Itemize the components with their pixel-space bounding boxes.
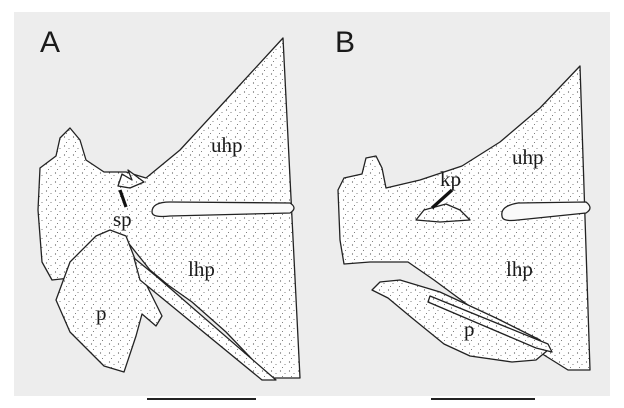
panel-a-label-uhp: uhp [211,133,243,157]
panel-a-label-sp: sp [113,207,132,231]
panel-b-label-lhp: lhp [506,257,533,281]
panel-a-label-lhp: lhp [188,257,215,281]
panel-a-label-p: p [96,301,107,325]
panel-b-label-kp: kp [440,167,461,191]
panel-b-label-p: p [464,317,475,341]
panel-a-letter: A [40,26,60,59]
panel-b-letter: B [335,26,355,59]
panel-b-label-uhp: uhp [512,145,544,169]
